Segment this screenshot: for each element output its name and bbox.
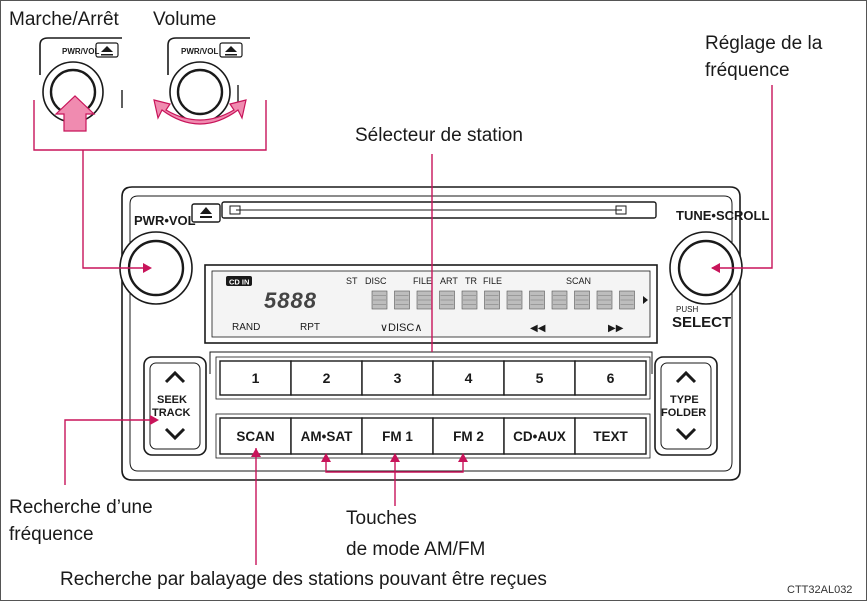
preset-button-4[interactable]: 4 bbox=[432, 360, 505, 396]
inset-power-knob-label: PWR/VOL bbox=[62, 47, 99, 56]
callout-station-selector: Sélecteur de station bbox=[355, 125, 523, 146]
preset-button-6[interactable]: 6 bbox=[574, 360, 647, 396]
eject-icon-2 bbox=[225, 46, 237, 52]
tune-scroll-label: TUNE•SCROLL bbox=[676, 208, 769, 223]
preset-bracket bbox=[209, 351, 653, 374]
power-knob-inset bbox=[39, 37, 123, 123]
mode-button-3[interactable]: FM 1 bbox=[361, 417, 434, 455]
pwr-vol-label: PWR•VOL bbox=[134, 213, 196, 228]
mode-button-frame bbox=[215, 413, 651, 459]
mode-button-label: FM 2 bbox=[453, 429, 484, 444]
dot-matrix-characters bbox=[371, 290, 635, 310]
preset-button-label: 2 bbox=[323, 370, 331, 386]
mode-button-label: SCAN bbox=[236, 429, 274, 444]
tune-scroll-knob[interactable] bbox=[669, 231, 743, 305]
callout-volume: Volume bbox=[153, 9, 217, 30]
mode-button-6[interactable]: TEXT bbox=[574, 417, 647, 455]
indicator-fild: FILE bbox=[413, 276, 432, 286]
preset-button-3[interactable]: 3 bbox=[361, 360, 434, 396]
callout-lines bbox=[33, 85, 773, 565]
callout-tuning-line2: fréquence bbox=[705, 60, 790, 81]
seek-track-button[interactable] bbox=[143, 356, 207, 456]
preset-button-label: 4 bbox=[465, 370, 473, 386]
callout-mode-line2: de mode AM/FM bbox=[346, 539, 486, 560]
preset-buttons: 1 2 3 4 5 6 bbox=[215, 356, 651, 400]
inset-volume-knob-label: PWR/VOL bbox=[181, 47, 218, 56]
mode-button-5[interactable]: CD•AUX bbox=[503, 417, 576, 455]
track-label: TRACK bbox=[152, 407, 191, 419]
indicator-tr: TR bbox=[465, 276, 477, 286]
callout-seek-line2: fréquence bbox=[9, 524, 94, 545]
mode-button-label: CD•AUX bbox=[513, 429, 566, 444]
preset-button-5[interactable]: 5 bbox=[503, 360, 576, 396]
type-folder-button[interactable] bbox=[654, 356, 718, 456]
rand-label: RAND bbox=[232, 322, 260, 333]
preset-button-label: 3 bbox=[394, 370, 402, 386]
segment-digits: 5888 bbox=[264, 288, 317, 313]
cd-in-indicator: CD IN bbox=[226, 276, 252, 287]
fast-forward-label: ▶▶ bbox=[608, 323, 624, 334]
cd-slot bbox=[221, 201, 657, 219]
disc-nav-label: ∨DISC∧ bbox=[380, 322, 422, 334]
mode-button-label: FM 1 bbox=[382, 429, 413, 444]
indicator-scan: SCAN bbox=[566, 276, 591, 286]
callout-mode-line1: Touches bbox=[346, 508, 417, 529]
volume-knob-inset bbox=[167, 37, 250, 123]
rotate-arrow-icon bbox=[153, 99, 247, 125]
press-arrow-icon bbox=[54, 95, 96, 132]
eject-icon-bar-2 bbox=[225, 54, 237, 56]
preset-button-label: 1 bbox=[252, 370, 260, 386]
preset-button-1[interactable]: 1 bbox=[219, 360, 292, 396]
preset-button-2[interactable]: 2 bbox=[290, 360, 363, 396]
indicator-art: ART bbox=[440, 276, 458, 286]
eject-icon-bar bbox=[101, 54, 113, 56]
mode-button-label: TEXT bbox=[593, 429, 628, 444]
push-label: PUSH bbox=[676, 305, 698, 314]
folder-label: FOLDER bbox=[661, 407, 706, 419]
callout-seek-line1: Recherche d’une bbox=[9, 497, 153, 518]
display-bottom-labels: RAND RPT ∨DISC∧ ◀◀ ▶▶ bbox=[232, 322, 624, 334]
callout-power: Marche/Arrêt bbox=[9, 9, 119, 30]
callout-arrowheads bbox=[143, 263, 720, 462]
seek-label: SEEK bbox=[157, 394, 187, 406]
image-code: CTT32AL032 bbox=[787, 584, 853, 596]
type-label: TYPE bbox=[670, 394, 699, 406]
select-label: SELECT bbox=[672, 314, 731, 331]
power-volume-knob[interactable] bbox=[119, 231, 193, 305]
indicator-disc: DISC bbox=[365, 276, 387, 286]
mode-buttons: SCAN AM•SAT FM 1 FM 2 CD•AUX TEXT bbox=[215, 413, 651, 459]
preset-button-label: 5 bbox=[536, 370, 544, 386]
callout-tuning-line1: Réglage de la bbox=[705, 33, 823, 54]
rpt-label: RPT bbox=[300, 322, 320, 333]
indicator-st: ST bbox=[346, 276, 358, 286]
display-indicators: ST DISC FILE ART TR FILE SCAN bbox=[346, 276, 591, 286]
callout-scan-description: Recherche par balayage des stations pouv… bbox=[60, 569, 547, 590]
preset-button-frame bbox=[215, 356, 651, 400]
display-scroll-arrow bbox=[643, 296, 648, 304]
mode-button-2[interactable]: AM•SAT bbox=[290, 417, 363, 455]
rewind-label: ◀◀ bbox=[530, 323, 546, 334]
mode-button-label: AM•SAT bbox=[301, 429, 353, 444]
preset-button-label: 6 bbox=[607, 370, 615, 386]
indicator-file: FILE bbox=[483, 276, 502, 286]
svg-text:CD IN: CD IN bbox=[229, 278, 249, 287]
mode-button-1[interactable]: SCAN bbox=[219, 417, 292, 455]
mode-button-4[interactable]: FM 2 bbox=[432, 417, 505, 455]
eject-icon bbox=[101, 46, 113, 52]
eject-button[interactable] bbox=[191, 203, 221, 223]
